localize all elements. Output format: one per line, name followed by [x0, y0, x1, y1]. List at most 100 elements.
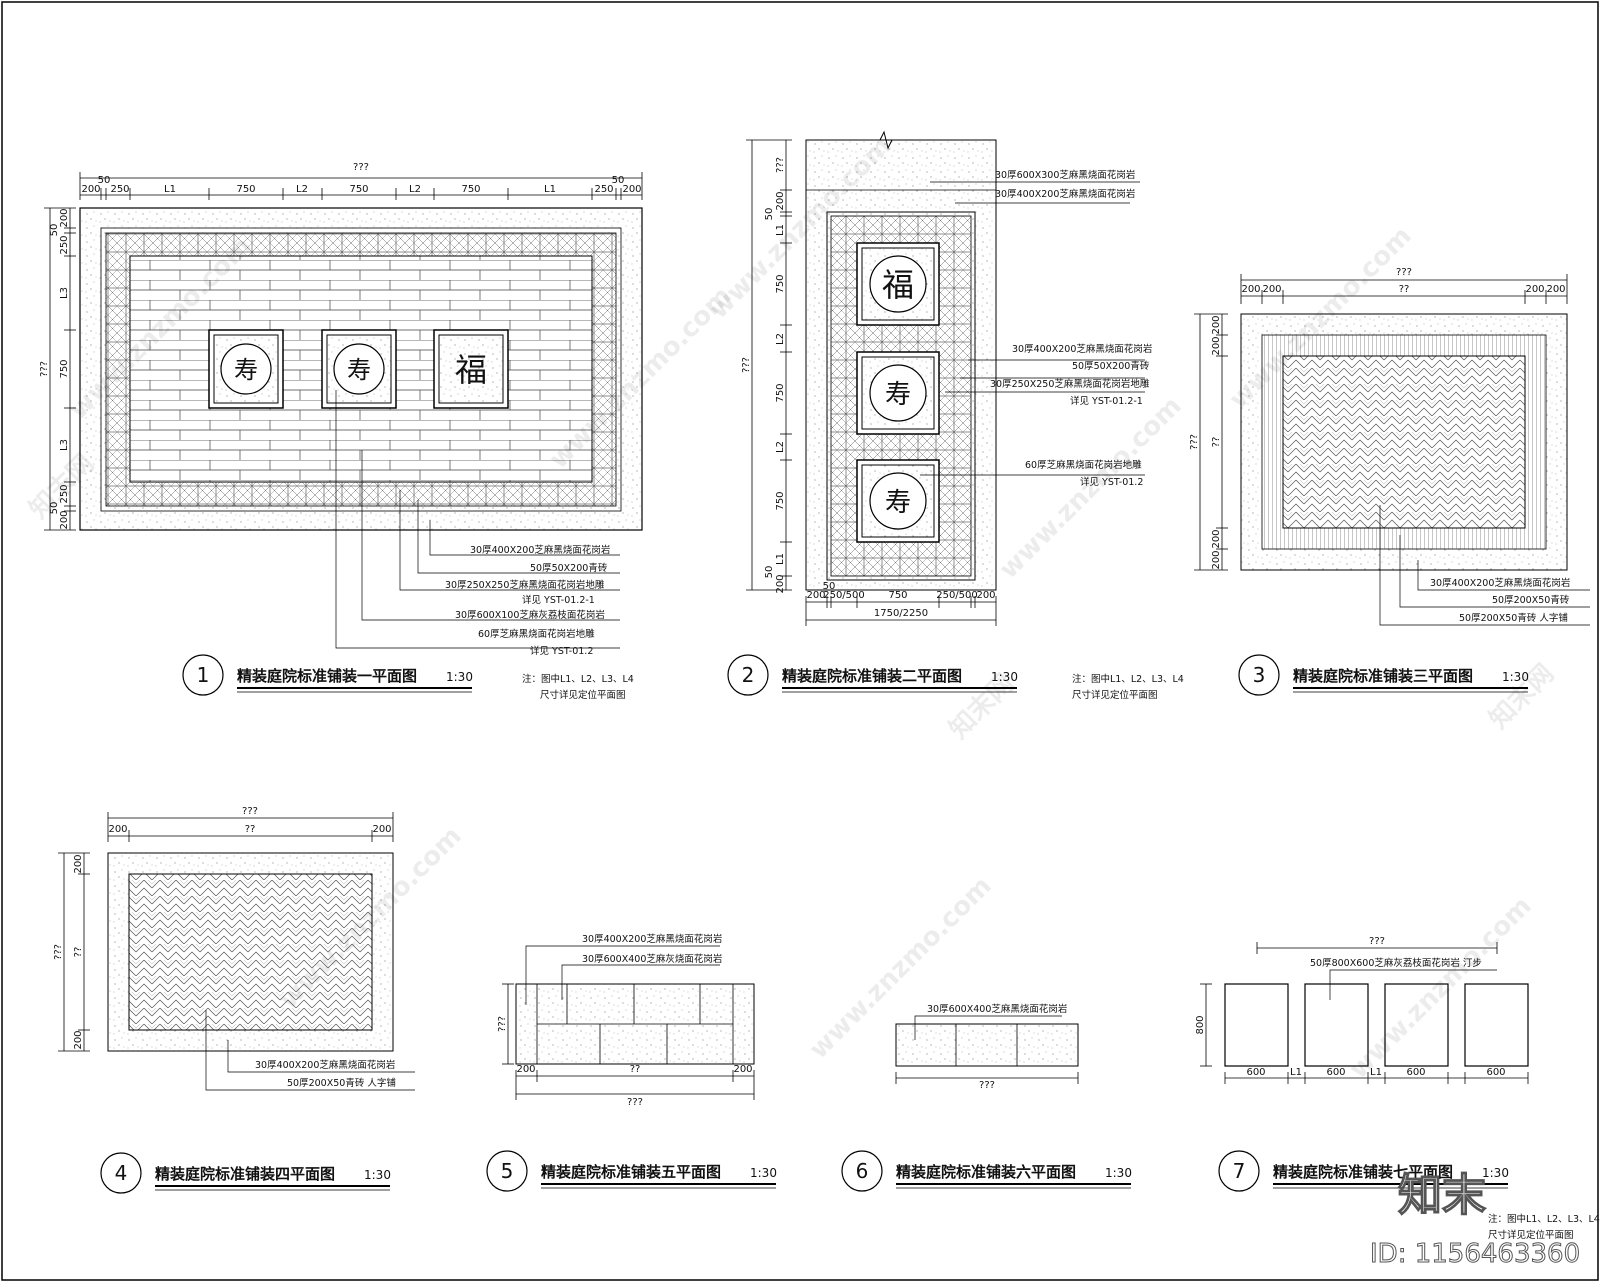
d7-total-top: ???: [1369, 936, 1385, 947]
d3-dim-top: 200: [1262, 284, 1281, 295]
d3-dim-top: 200: [1525, 284, 1544, 295]
d1-leader-label: 50厚50X200青砖: [530, 562, 608, 574]
d4-title: 精装庭院标准铺装四平面图: [155, 1165, 335, 1183]
d5-leader-label: 30厚400X200芝麻黑烧面花岗岩: [582, 933, 722, 945]
d3-dim-top: ??: [1399, 284, 1410, 295]
d2-leader-label: 50厚50X200青砖: [1072, 360, 1150, 372]
d1-leader-label: 30厚250X250芝麻黑烧面花岗岩地雕: [445, 579, 605, 591]
d4-scale: 1:30: [364, 1168, 391, 1182]
d2-note: 注：图中L1、L2、L3、L4: [1072, 673, 1184, 685]
d3-leader-label: 50厚200X50青砖 人字铺: [1459, 612, 1568, 624]
d7-note: 注：图中L1、L2、L3、L4: [1488, 1213, 1600, 1225]
d2-leader-label: 30厚400X200芝麻黑烧面花岗岩: [1012, 343, 1152, 355]
d3-dim-left: 200: [1211, 315, 1222, 334]
d3-leader-label: 30厚400X200芝麻黑烧面花岗岩: [1430, 577, 1570, 589]
d2-medallion-1: 福: [856, 242, 940, 326]
d1-glyph-1: 寿: [234, 356, 258, 384]
d2-dim-bottom: 50: [823, 581, 836, 592]
d1-leader-label: 详见 YST-01.2-1: [522, 594, 595, 606]
d7-dim-bottom: 600: [1486, 1067, 1505, 1078]
d1-dim-top: 250: [594, 184, 613, 195]
d5-title: 精装庭院标准铺装五平面图: [541, 1163, 721, 1181]
d1-medallion-2: 寿: [321, 329, 397, 409]
d2-title: 精装庭院标准铺装二平面图: [782, 667, 962, 685]
d2-dim-bottom: 250/500: [936, 590, 978, 601]
d1-dim-top: 250: [110, 184, 129, 195]
d4-total-left: ???: [53, 944, 64, 960]
d3-total-left: ???: [1189, 434, 1200, 450]
d1-dim-top: 50: [612, 175, 625, 186]
d7-stepping-stone: [1304, 983, 1369, 1067]
d1-dim-top: 200: [81, 184, 100, 195]
d1-leader-label: 30厚600X100芝麻灰荔枝面花岗岩: [455, 609, 605, 621]
d7-dim-left: 800: [1195, 1015, 1206, 1034]
d2-dim-bottom: 250/500: [823, 590, 865, 601]
d2-dim-left: 750: [775, 274, 786, 293]
d2-dim-left: 200: [775, 191, 786, 210]
d1-dim-left: 250: [59, 484, 70, 503]
d7-scale: 1:30: [1482, 1166, 1509, 1180]
d1-note: 尺寸详见定位平面图: [540, 689, 626, 701]
d7-dim-bottom: 600: [1246, 1067, 1265, 1078]
d6-dim-bottom: ???: [979, 1080, 995, 1091]
drawing-6: 30厚600X400芝麻黑烧面花岗岩 ??? 6 精装庭院标准铺装六平面图 1:…: [841, 1003, 1132, 1192]
d4-leader-label: 50厚200X50青砖 人字铺: [287, 1077, 396, 1089]
d6-scale: 1:30: [1105, 1166, 1132, 1180]
d1-dim-top: L2: [409, 184, 421, 195]
d2-dim-left: 50: [764, 566, 775, 579]
d7-stepping-stone: [1464, 983, 1529, 1067]
d6-paving: [895, 1023, 1079, 1067]
brand-logo: 知末 ID: 1156463360: [1370, 1169, 1581, 1269]
d1-total-left: ???: [39, 361, 50, 377]
d2-total-left: ???: [741, 357, 752, 373]
d4-dim-top: 200: [372, 824, 391, 835]
drawing-5: 30厚400X200芝麻黑烧面花岗岩 30厚600X400芝麻灰烧面花岗岩 20…: [486, 933, 777, 1192]
d2-leader-label: 60厚芝麻黑烧面花岗岩地雕: [1025, 459, 1142, 471]
d3-herringbone: [1282, 355, 1526, 529]
d3-dim-left: 200: [1211, 550, 1222, 569]
d7-dim-bottom: 600: [1406, 1067, 1425, 1078]
d1-dim-top: L1: [164, 184, 176, 195]
d1-total-top: ???: [353, 162, 369, 173]
d7-dim-bottom: 600: [1326, 1067, 1345, 1078]
d3-dim-top: 200: [1241, 284, 1260, 295]
d1-dim-left: 50: [49, 224, 60, 237]
d3-number: 3: [1253, 663, 1266, 687]
drawing-7: ??? 50厚800X600芝麻灰荔枝面花岗岩 汀步 600 L1 600 L1…: [1195, 936, 1600, 1241]
d1-title: 精装庭院标准铺装一平面图: [237, 667, 417, 685]
d1-number: 1: [197, 663, 210, 687]
d2-glyph-2: 寿: [885, 380, 911, 410]
d7-leader-label: 50厚800X600芝麻灰荔枝面花岗岩 汀步: [1310, 957, 1482, 969]
d3-dim-top: 200: [1546, 284, 1565, 295]
d7-title: 精装庭院标准铺装七平面图: [1273, 1163, 1453, 1181]
d3-dim-left: ??: [1211, 437, 1222, 448]
d1-dim-top: 750: [349, 184, 368, 195]
d5-dim-bottom: 200: [733, 1064, 752, 1075]
d1-leader-label: 详见 YST-01.2: [530, 645, 593, 657]
d3-total-top: ???: [1396, 267, 1412, 278]
d5-dim-bottom: 200: [516, 1064, 535, 1075]
d2-leader-label: 详见 YST-01.2-1: [1070, 395, 1143, 407]
d1-glyph-2: 寿: [347, 356, 371, 384]
d2-dim-bottom: 200: [976, 590, 995, 601]
d2-dim-left: 200: [775, 574, 786, 593]
d1-dim-left: 200: [59, 510, 70, 529]
d2-note: 尺寸详见定位平面图: [1072, 689, 1158, 701]
d2-dim-left: 750: [775, 383, 786, 402]
d2-medallion-3: 寿: [856, 459, 940, 543]
d7-dim-bottom: L1: [1290, 1067, 1302, 1078]
d1-leader-label: 60厚芝麻黑烧面花岗岩地雕: [478, 628, 595, 640]
d2-leader-label: 详见 YST-01.2: [1080, 476, 1143, 488]
drawing-3: ??? 200 200 ?? 200 200 ??? 200 200 ?? 20…: [1189, 267, 1590, 696]
d1-glyph-3: 福: [455, 351, 487, 389]
d1-dim-left: 200: [59, 208, 70, 227]
d3-scale: 1:30: [1502, 670, 1529, 684]
d7-number: 7: [1233, 1159, 1246, 1183]
d1-dim-top: L1: [544, 184, 556, 195]
d1-scale: 1:30: [446, 670, 473, 684]
d6-number: 6: [856, 1159, 869, 1183]
d7-dim-bottom: L1: [1370, 1067, 1382, 1078]
d4-dim-left: 200: [73, 1030, 84, 1049]
